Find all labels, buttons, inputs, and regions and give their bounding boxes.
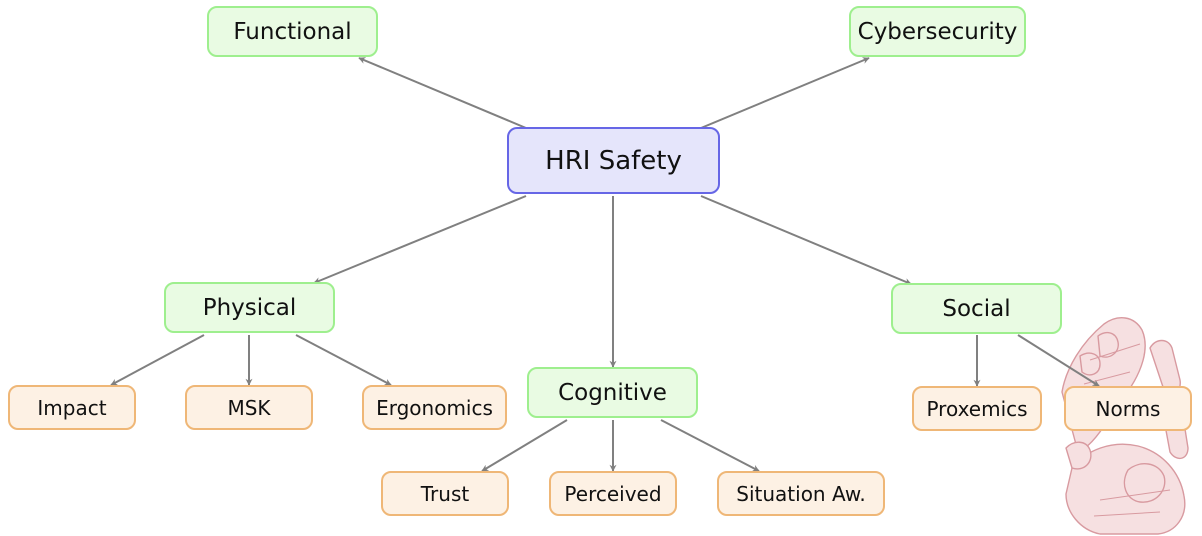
hri-safety-node[interactable]: HRI Safety xyxy=(507,127,720,194)
edge-root-cybersecurity xyxy=(700,57,870,129)
norms-node[interactable]: Norms xyxy=(1064,386,1192,431)
node-label: Cybersecurity xyxy=(857,18,1018,45)
perceived-node[interactable]: Perceived xyxy=(549,471,677,516)
proxemics-node[interactable]: Proxemics xyxy=(912,386,1042,431)
cybersecurity-node[interactable]: Cybersecurity xyxy=(849,6,1026,57)
node-label: Proxemics xyxy=(926,396,1028,421)
social-node[interactable]: Social xyxy=(891,283,1062,334)
edge-cognitive-situation xyxy=(660,419,760,472)
msk-node[interactable]: MSK xyxy=(185,385,313,430)
node-label: Norms xyxy=(1095,396,1161,421)
edge-social-norms xyxy=(1017,334,1100,387)
node-label: Functional xyxy=(233,18,352,45)
node-label: Impact xyxy=(37,395,107,420)
situation-awareness-node[interactable]: Situation Aw. xyxy=(717,471,885,516)
edge-physical-impact xyxy=(110,334,205,386)
ergonomics-node[interactable]: Ergonomics xyxy=(362,385,507,430)
node-label: Trust xyxy=(420,481,470,506)
physical-node[interactable]: Physical xyxy=(164,282,335,333)
node-label: Situation Aw. xyxy=(736,481,866,506)
node-label: Ergonomics xyxy=(376,395,493,420)
impact-node[interactable]: Impact xyxy=(8,385,136,430)
node-label: MSK xyxy=(227,395,271,420)
node-label: Perceived xyxy=(564,481,662,506)
trust-node[interactable]: Trust xyxy=(381,471,509,516)
edge-root-physical xyxy=(313,195,527,284)
node-label: Social xyxy=(942,295,1011,322)
cognitive-node[interactable]: Cognitive xyxy=(527,367,698,418)
functional-node[interactable]: Functional xyxy=(207,6,378,57)
edge-physical-ergonomics xyxy=(295,334,392,386)
node-label: Cognitive xyxy=(558,379,667,406)
edge-root-functional xyxy=(358,57,527,129)
edge-root-social xyxy=(700,195,912,285)
edge-cognitive-trust xyxy=(481,419,568,472)
node-label: Physical xyxy=(202,294,297,321)
node-label: HRI Safety xyxy=(545,145,682,176)
